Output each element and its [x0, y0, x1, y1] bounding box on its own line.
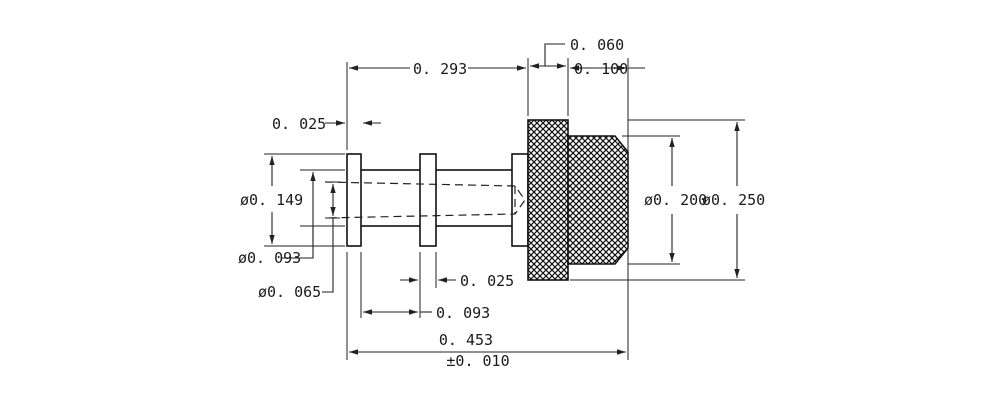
extension-lines [264, 58, 745, 360]
shaft [359, 169, 516, 227]
label-0293: 0. 293 [413, 60, 467, 78]
label-0060: 0. 060 [570, 36, 624, 54]
knurled-collar [527, 119, 569, 281]
label-0025-bottom: 0. 025 [460, 272, 514, 290]
label-0453: 0. 453 [439, 331, 493, 349]
knurled-cap [567, 135, 629, 265]
label-dia-0200: ø0. 200 [644, 191, 707, 209]
dimension-labels: 0. 060 0. 293 0. 100 0. 025 ø0. 149 ø0. … [238, 36, 765, 370]
flange-left [346, 153, 362, 247]
flange-middle [419, 153, 437, 247]
label-0100: 0. 100 [574, 60, 628, 78]
label-dia-0093: ø0. 093 [238, 249, 301, 267]
label-0093: 0. 093 [436, 304, 490, 322]
label-0025-top: 0. 025 [272, 115, 326, 133]
dimension-lines [269, 43, 740, 355]
label-dia-0250: ø0. 250 [702, 191, 765, 209]
hidden-bore [324, 181, 526, 219]
label-dia-0065: ø0. 065 [258, 283, 321, 301]
label-dia-0149: ø0. 149 [240, 191, 303, 209]
label-0453-tolerance: ±0. 010 [446, 352, 509, 370]
part-outline [324, 119, 629, 281]
